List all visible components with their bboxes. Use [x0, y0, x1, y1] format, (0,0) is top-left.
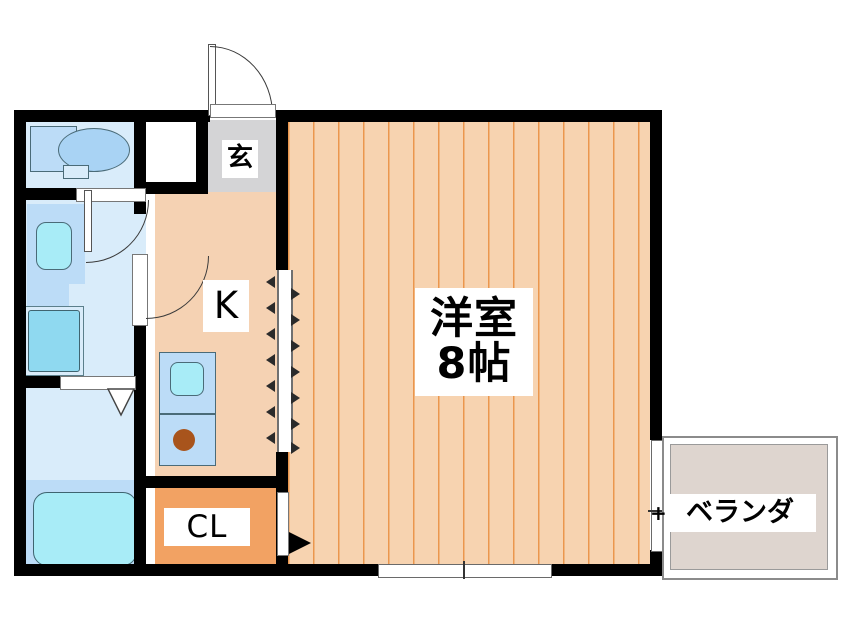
closet-door-direction-arrow [289, 532, 311, 554]
label-balcony-text: ベランダ [686, 496, 794, 528]
kitchen-sink-bowl [170, 362, 204, 396]
label-closet: CL [164, 508, 250, 546]
washing-machine-pan [28, 310, 80, 372]
wash-basin-counter-lower [27, 284, 69, 306]
room-window-sliding[interactable] [378, 564, 552, 578]
bath-door-opening[interactable] [60, 376, 136, 390]
wall-top-left [14, 110, 208, 122]
label-entrance: 玄 [222, 140, 258, 178]
label-main-room-size: 8帖 [436, 339, 512, 389]
wall-bottom-main-left [288, 564, 378, 576]
label-balcony: ベランダ [664, 494, 816, 532]
label-kitchen-text: K [213, 283, 239, 327]
bathtub [33, 492, 137, 566]
wash-basin-bowl [36, 222, 72, 270]
wall-genkan-left [196, 110, 208, 192]
wall-right-outer [650, 110, 662, 440]
balcony-dim-marker-icon: + [650, 501, 667, 525]
closet-door-opening[interactable] [277, 492, 289, 556]
washing-machine-pan-outer [24, 306, 84, 376]
wall-right-outer-lower [650, 550, 662, 576]
wall-bottom-left [14, 564, 288, 576]
wall-top-right [288, 110, 662, 122]
stove-burner-icon [173, 429, 195, 451]
wall-wet-kitchen-mid [134, 276, 146, 576]
toilet-door-leaf[interactable] [84, 190, 92, 252]
label-main-room-name: 洋室 [430, 294, 518, 345]
wall-wet-kitchen-upper [134, 110, 146, 200]
room-window-mullion [463, 561, 465, 579]
wall-bottom-main-right [550, 564, 662, 576]
kitchen-partition-accordion[interactable] [277, 270, 293, 452]
label-main-room: 洋室 8帖 [415, 288, 533, 396]
wall-closet-top [146, 476, 288, 488]
toilet-bowl [58, 128, 130, 172]
entrance-door-threshold [210, 104, 276, 118]
label-kitchen: K [203, 280, 249, 332]
wall-kitchen-main-upper [276, 110, 288, 270]
balcony-window-mullion [648, 510, 666, 512]
wall-genkan-bottom [146, 182, 208, 194]
toilet-seat-lid [63, 165, 89, 179]
bath-door-fold-icon [106, 388, 136, 417]
wall-left-outer [14, 110, 26, 576]
kitchen-partition-zigzag [266, 270, 302, 454]
label-closet-text: CL [186, 508, 228, 545]
label-entrance-text: 玄 [226, 143, 253, 174]
